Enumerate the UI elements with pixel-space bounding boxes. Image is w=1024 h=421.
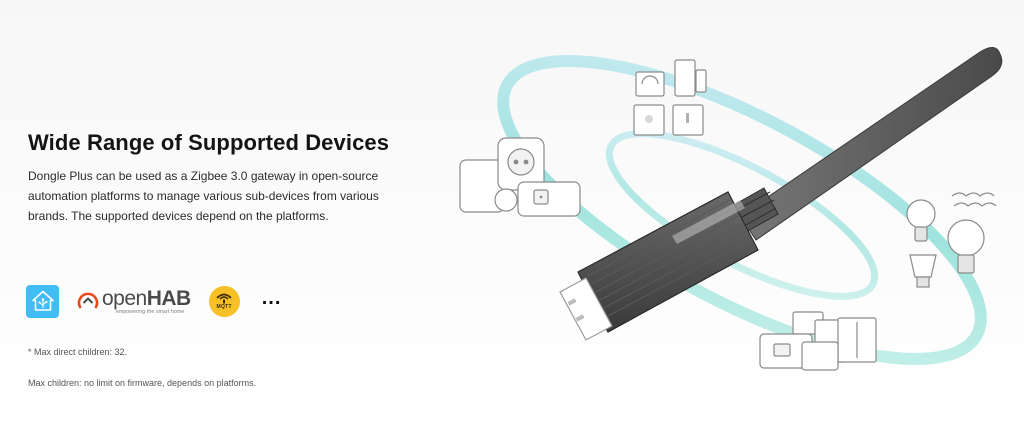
more-platforms-ellipsis: ... — [261, 287, 282, 309]
section-title: Wide Range of Supported Devices — [28, 130, 390, 155]
switches-hubs-icon — [759, 311, 877, 371]
mqtt-logo: MQTT — [208, 285, 240, 317]
mqtt-icon — [216, 293, 232, 304]
openhab-word-hab: HAB — [146, 286, 192, 310]
openhab-icon — [77, 292, 99, 309]
mqtt-label: MQTT — [216, 304, 232, 310]
platform-logos: openHAB empowering the smart home MQTT .… — [26, 284, 281, 318]
home-assistant-icon — [31, 290, 54, 311]
text-section: Wide Range of Supported Devices Dongle P… — [28, 130, 428, 226]
openhab-word-open: open — [102, 286, 147, 310]
usb-dongle-icon — [559, 191, 759, 341]
note-direct-children: * Max direct children: 32. — [28, 347, 128, 357]
product-illustration — [459, 47, 1003, 371]
openhab-logo: openHAB empowering the smart home — [77, 288, 191, 315]
antenna-icon — [731, 47, 1003, 241]
sensor-devices-icon — [633, 59, 707, 136]
smart-plugs-icon — [459, 137, 581, 217]
section-description: Dongle Plus can be used as a Zigbee 3.0 … — [28, 169, 379, 223]
openhab-tagline: empowering the smart home — [116, 308, 185, 315]
note-max-children: Max children: no limit on firmware, depe… — [28, 378, 257, 388]
smart-bulbs-icon — [906, 192, 997, 288]
home-assistant-logo — [26, 284, 59, 318]
